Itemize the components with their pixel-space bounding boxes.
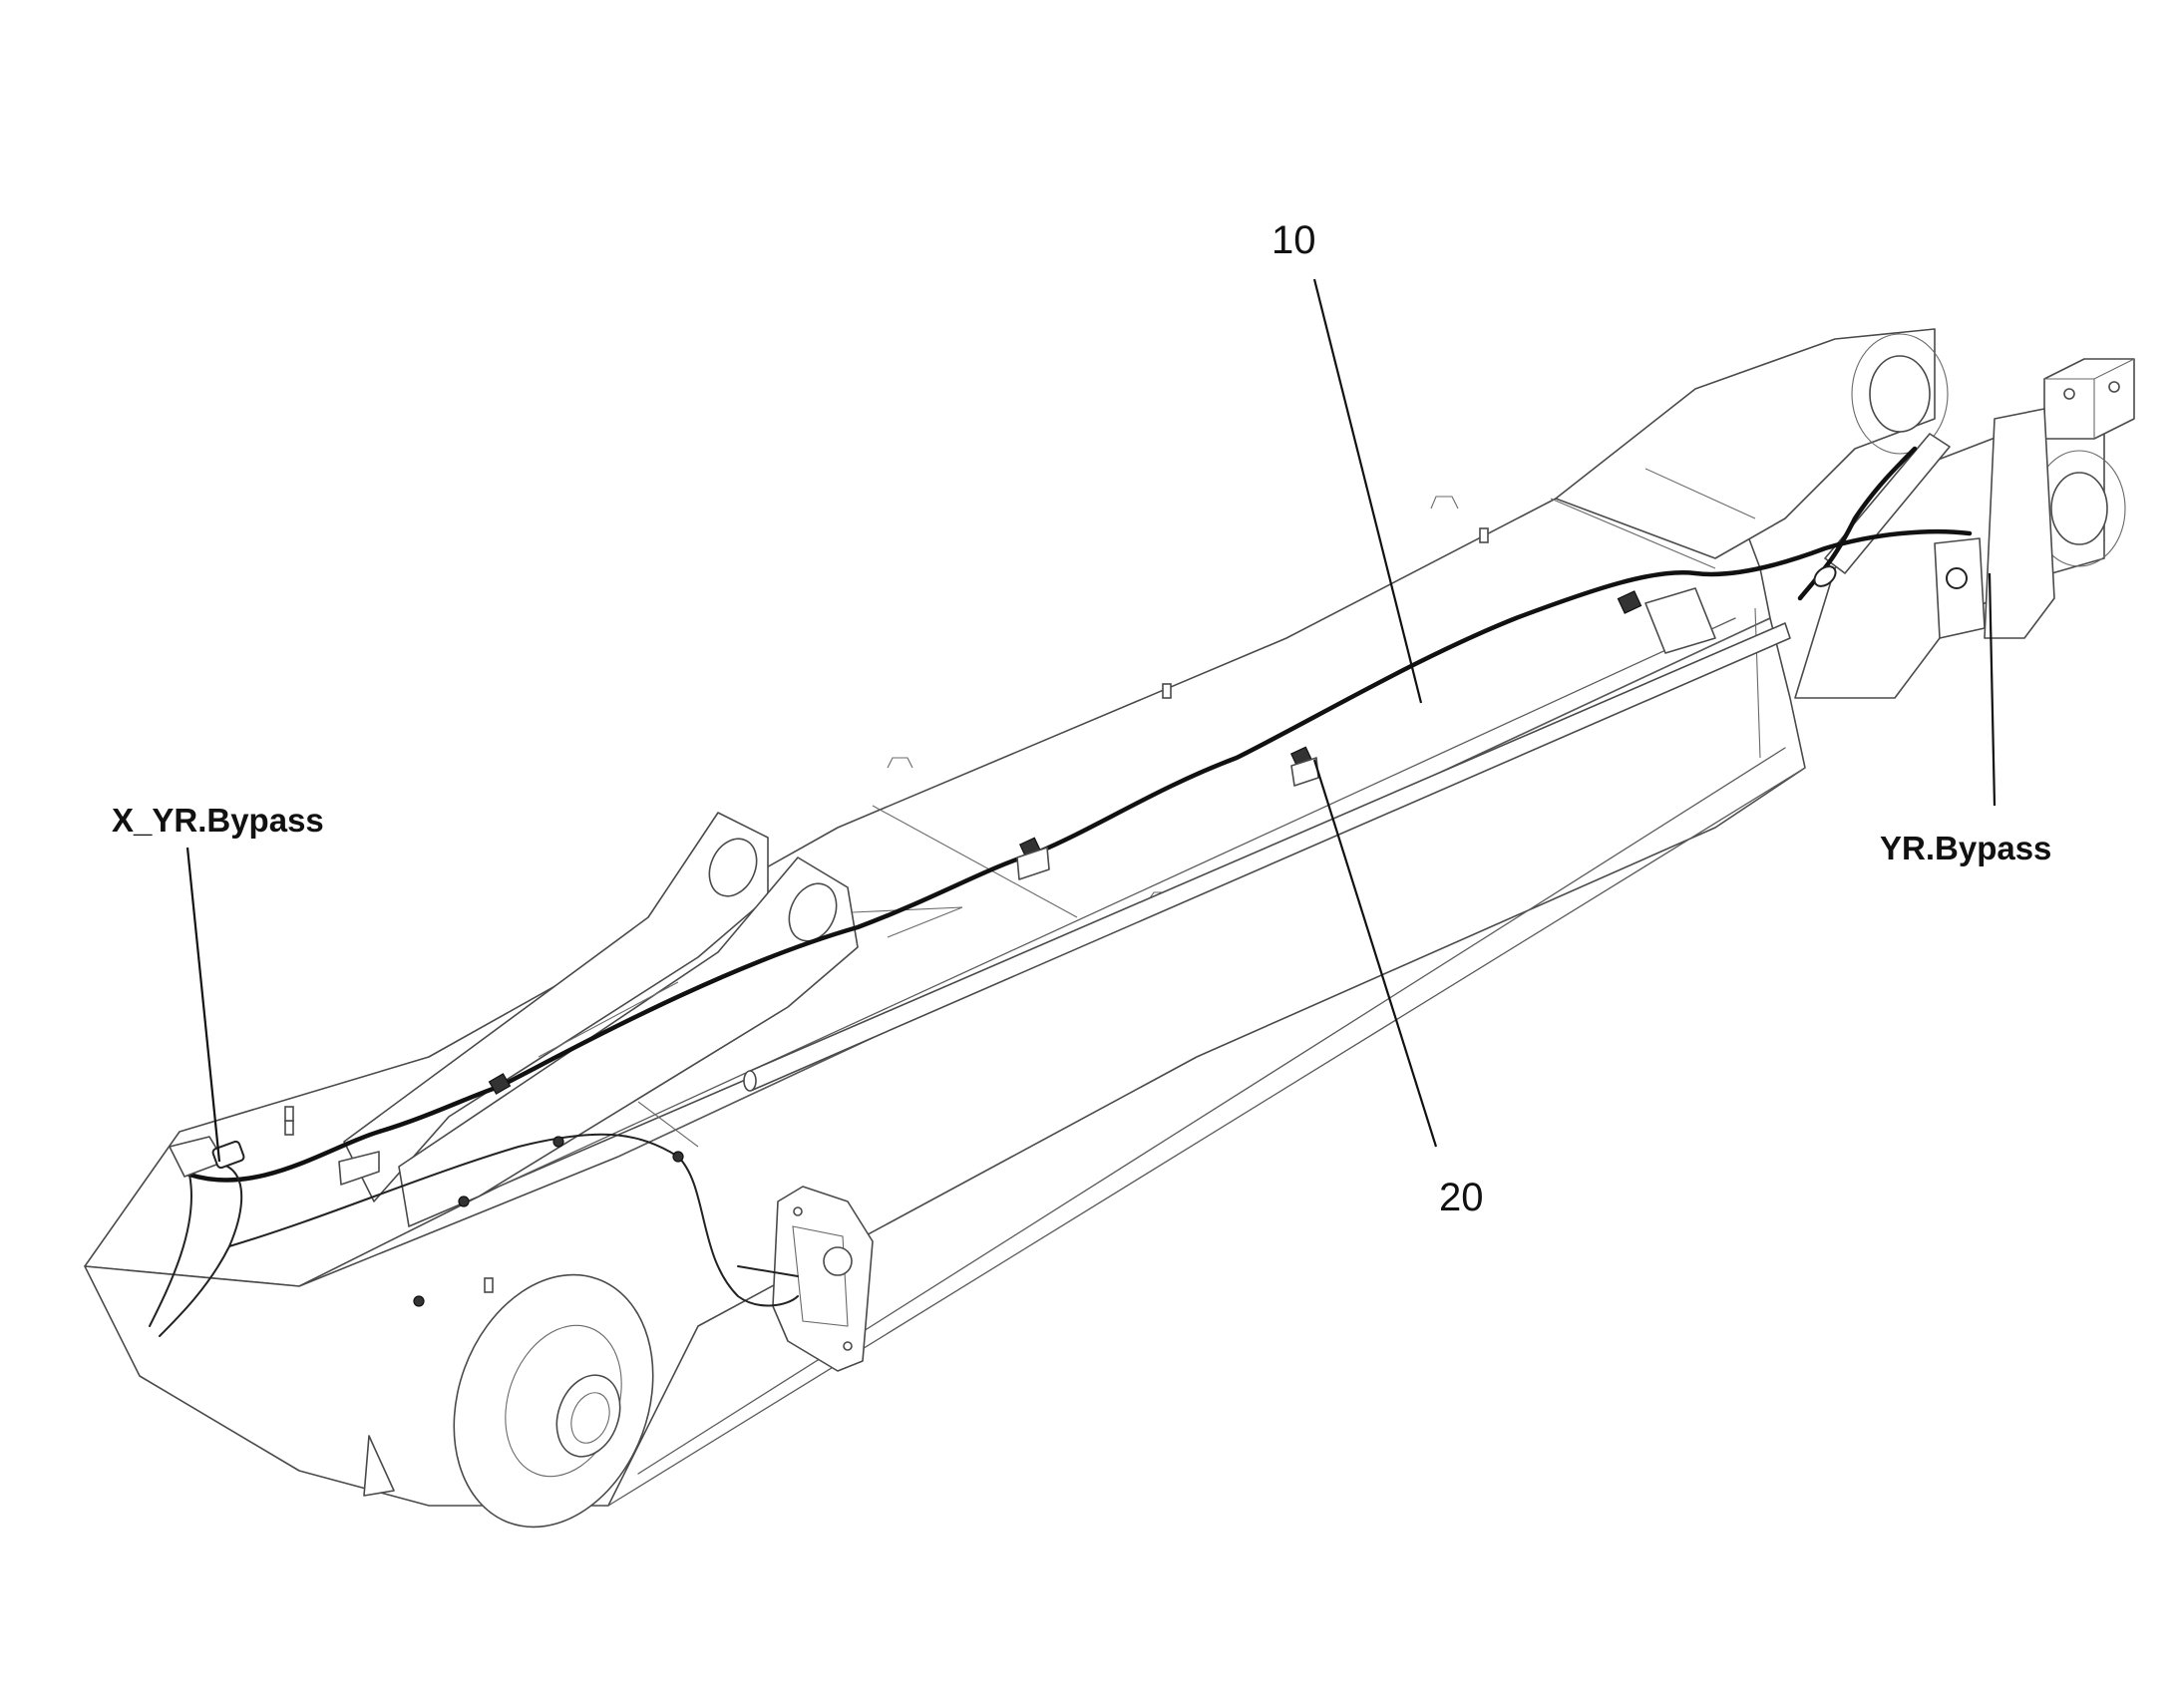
panel-seam-1 [872, 805, 1078, 918]
clip-2-bracket [1016, 847, 1050, 880]
wire-side-run [228, 1133, 799, 1307]
lug-rear-hole [708, 838, 758, 897]
left-connector-mount [338, 1151, 380, 1186]
leader-yr-bypass [1988, 572, 1997, 807]
panel-seam-2 [637, 1101, 699, 1148]
harness-clip-1 [488, 1073, 512, 1095]
foot-pivot-hub [363, 1273, 654, 1529]
harness-10 [186, 446, 1973, 1183]
boss-3 [284, 1120, 294, 1136]
panel-seam-3 [1550, 498, 1716, 569]
hose-fitting [1813, 565, 1837, 587]
lug-front-hole [788, 882, 838, 942]
leader-x-yr-bypass [185, 847, 221, 1163]
junction-box-gland [823, 1246, 853, 1276]
lug-rib [538, 981, 679, 1058]
mid-junction-block [1644, 587, 1716, 654]
valve-block [2043, 358, 2135, 440]
boss-1 [1162, 683, 1172, 699]
lug-flare-front [852, 906, 963, 938]
boom-side-face [84, 617, 1806, 1507]
hub-outer-disc [453, 1273, 654, 1529]
junction-box-inner [792, 1225, 849, 1327]
wire-to-junction [737, 1265, 799, 1277]
hub-bore-inner [570, 1392, 610, 1444]
boom-bottom-edge [607, 767, 1806, 1507]
leader-20 [1312, 759, 1438, 1148]
wire-clip-c [458, 1196, 470, 1207]
valve-port-2 [2108, 381, 2120, 393]
lug-plate-front [398, 856, 859, 1227]
callout-item-10: 10 [1272, 218, 1316, 262]
wire-clip-b [552, 1136, 564, 1148]
callout-connector-right: YR.Bypass [1880, 830, 2051, 866]
secondary-wiring [149, 1133, 799, 1337]
leader-lines [185, 278, 1997, 1163]
harness-clip-4 [1617, 590, 1642, 614]
boss-2 [1479, 527, 1489, 543]
junction-screw-1 [793, 1206, 803, 1216]
side-junction-box [772, 1186, 874, 1372]
boom-crease-second [498, 617, 1736, 1188]
callout-item-20: 20 [1439, 1176, 1484, 1219]
top-edge-notch-1 [887, 757, 913, 769]
harness-main-run [186, 528, 1973, 1183]
junction-screw-2 [843, 1341, 853, 1351]
head-lower-pin [2050, 472, 2108, 545]
callout-connector-left: X_YR.Bypass [112, 802, 324, 839]
valve-mount-plate [1984, 408, 2055, 639]
side-tube-end [743, 1070, 757, 1092]
leader-10 [1312, 278, 1423, 704]
connector-x-yr-bypass-assembly [169, 1136, 380, 1186]
clip-3-bracket [1290, 757, 1319, 787]
boss-4 [484, 1277, 494, 1293]
valve-block-edge [2044, 358, 2135, 439]
wire-clip-a [672, 1151, 684, 1163]
head-upper-arm [1555, 328, 1936, 559]
head-upper-pin-ring [1851, 333, 1949, 455]
left-connector-body [211, 1140, 245, 1170]
hub-gusset [363, 1435, 395, 1497]
hub-bore [555, 1374, 621, 1458]
head-upper-pin [1869, 355, 1931, 433]
top-edge-notch-2 [1430, 496, 1459, 510]
boss-5 [284, 1106, 294, 1122]
head-seam [1644, 468, 1756, 519]
panel-seam-4 [1754, 607, 1761, 759]
sensor-bypass-right [1946, 567, 1968, 589]
wire-clip-d [413, 1295, 425, 1307]
valve-port-1 [2063, 388, 2075, 400]
